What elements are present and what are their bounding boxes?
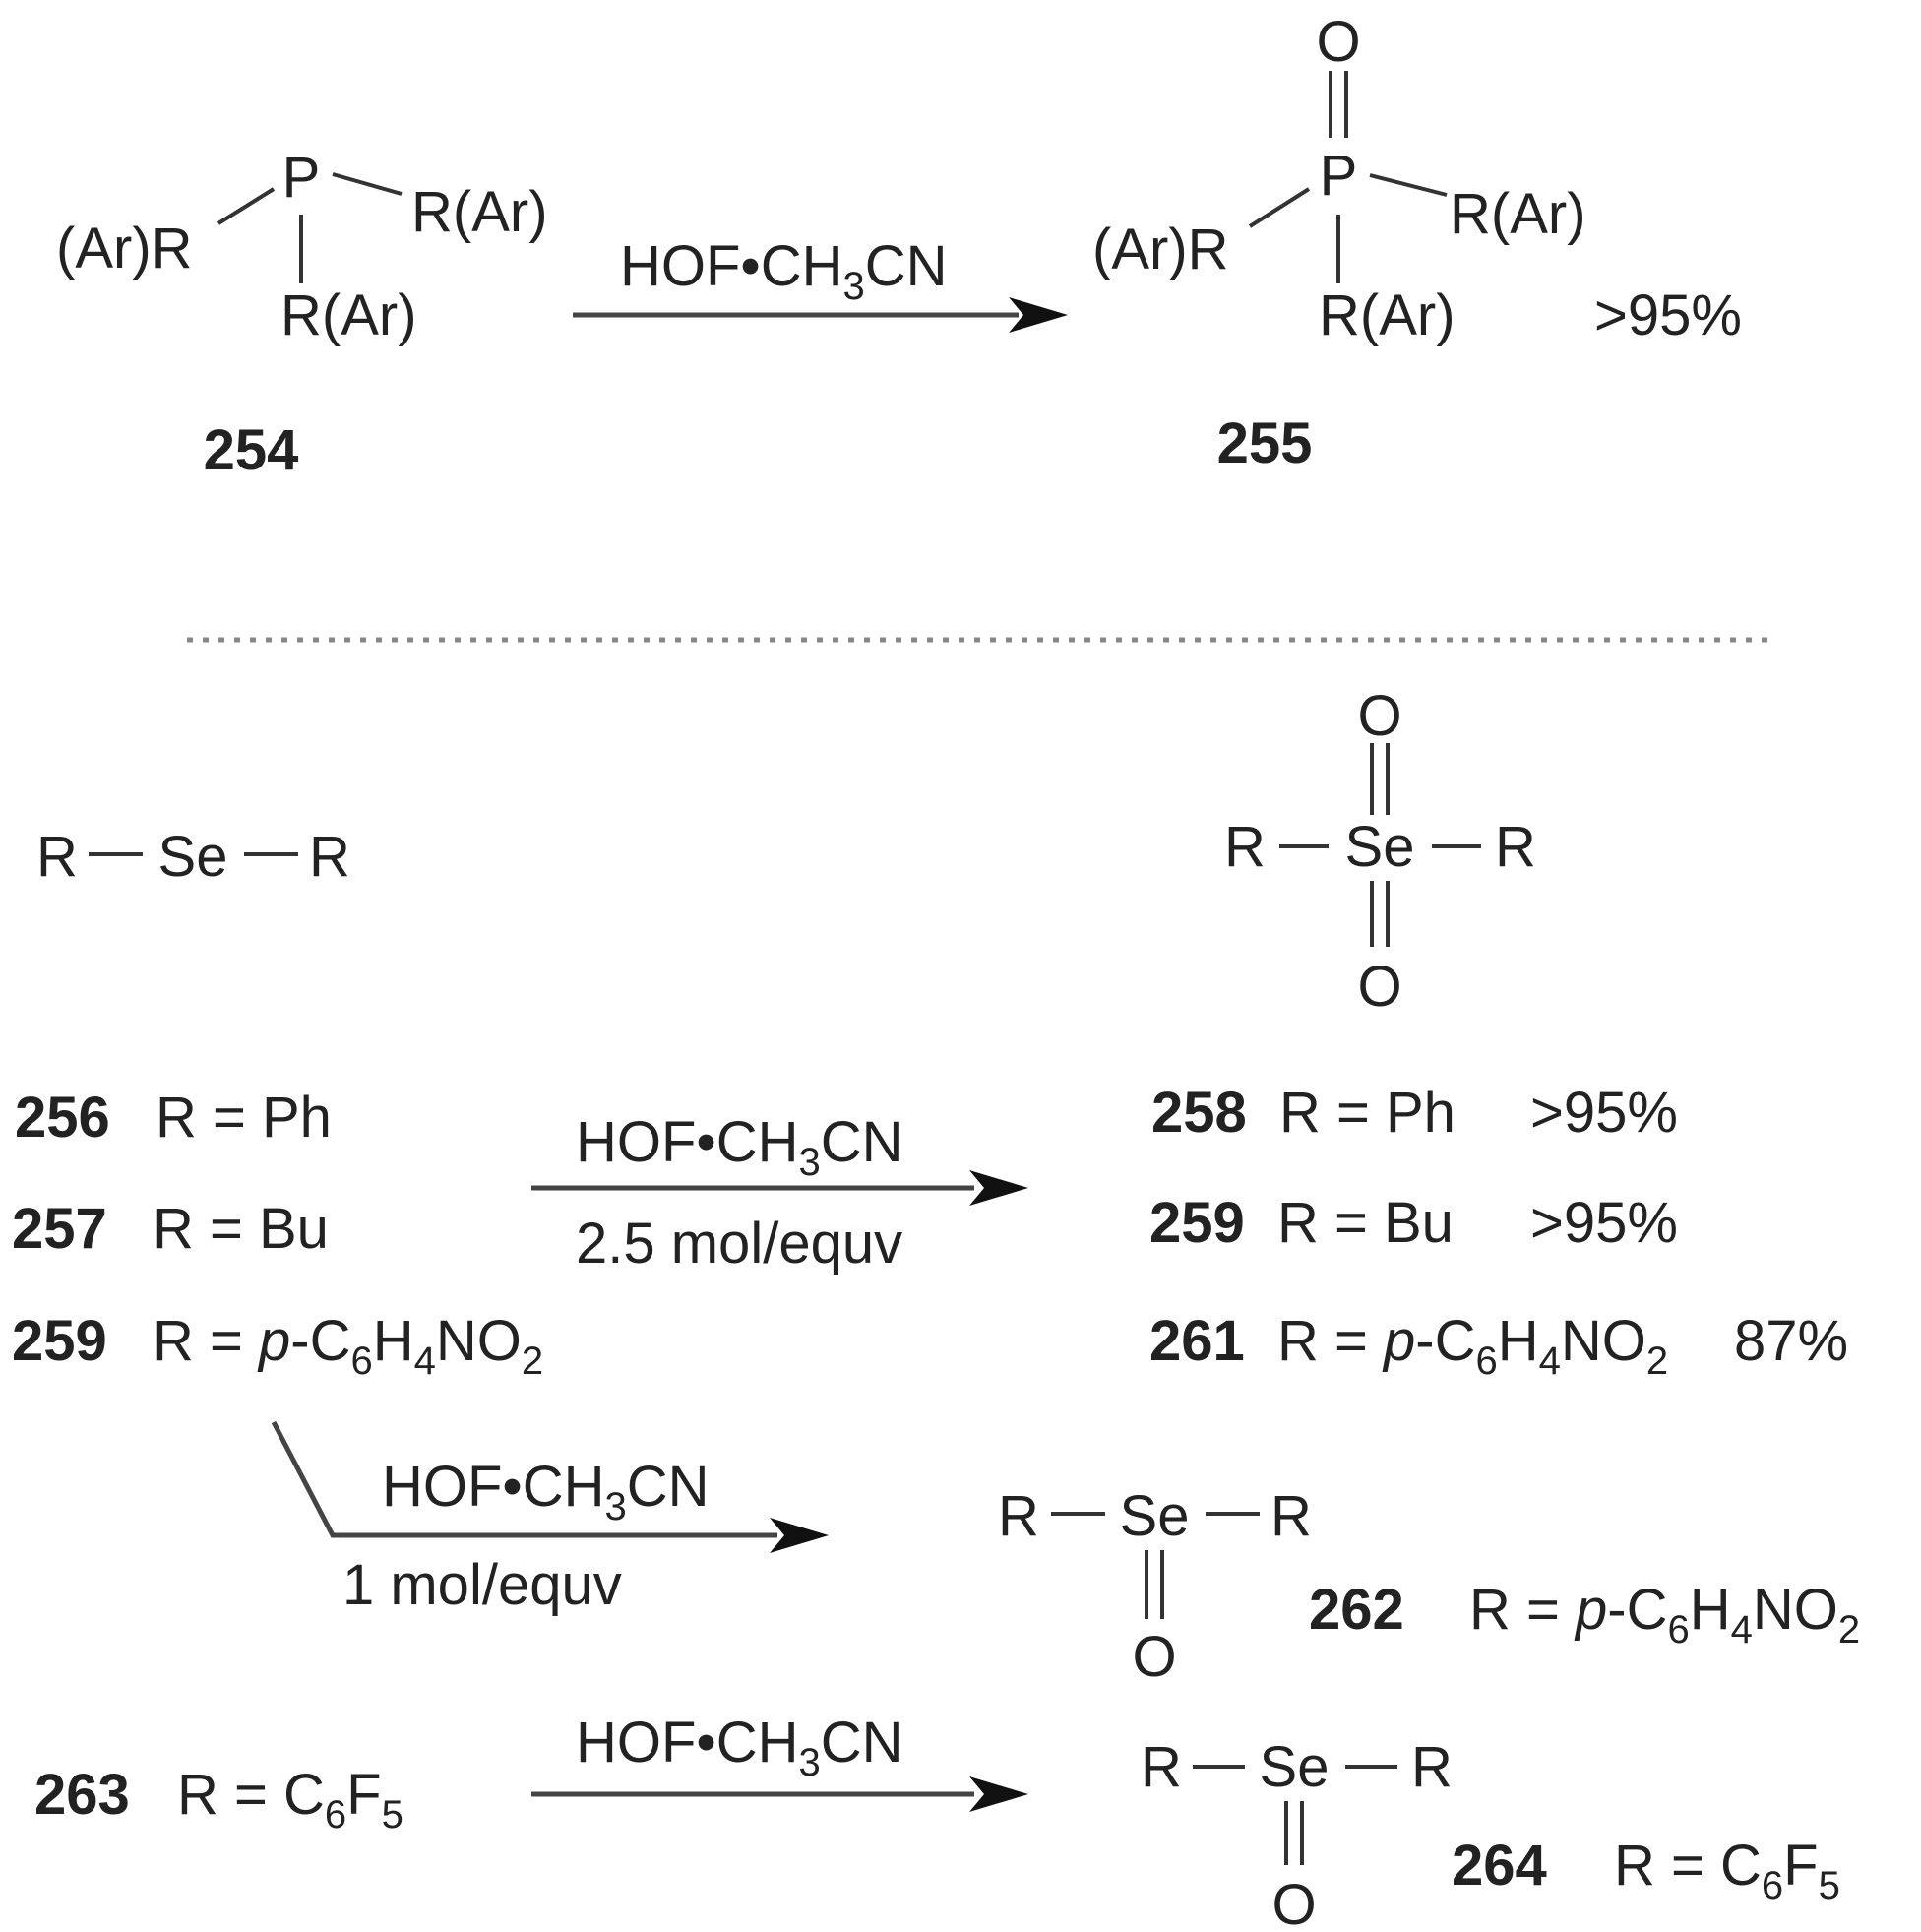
- reagent-label: HOF•CH3CN: [576, 1711, 903, 1784]
- compound-number-264: 264: [1452, 1834, 1547, 1898]
- reagent-label: HOF•CH3CN: [576, 1110, 903, 1184]
- r-group-left: R: [1141, 1735, 1182, 1799]
- product-label-258: R = Ph: [1279, 1081, 1456, 1145]
- conditions-label: 2.5 mol/equv: [576, 1212, 902, 1276]
- phosphorus-atom: P: [282, 146, 321, 210]
- reaction-arrow-1: HOF•CH3CN: [573, 234, 1068, 333]
- compound-number-254: 254: [204, 418, 299, 482]
- selenium-atom: Se: [1120, 1484, 1190, 1548]
- oxygen-atom: O: [1132, 1625, 1176, 1689]
- substituent-left: (Ar)R: [56, 217, 193, 280]
- selenium-atom: Se: [1260, 1735, 1330, 1799]
- oxygen-atom: O: [1316, 10, 1360, 74]
- selenide-structure: R Se R: [36, 825, 350, 889]
- phosphine-254: P (Ar)R R(Ar) R(Ar): [56, 146, 548, 347]
- yield-261: 87%: [1734, 1309, 1848, 1373]
- substrate-label-256: R = Ph: [155, 1086, 332, 1150]
- arrow-head: [969, 1776, 1028, 1812]
- arrow-head: [969, 1170, 1028, 1206]
- r-group-right: R: [309, 825, 350, 889]
- product-label-264: R = C6F5: [1614, 1834, 1840, 1907]
- arrow-head: [770, 1518, 829, 1553]
- arrow-line: [271, 1420, 777, 1538]
- compound-number-257: 257: [12, 1197, 107, 1261]
- oxygen-atom-top: O: [1357, 684, 1401, 748]
- selenoxide-262-structure: R Se R O: [998, 1484, 1312, 1689]
- substituent-bottom: R(Ar): [280, 283, 417, 347]
- compound-number-255: 255: [1217, 411, 1313, 475]
- substrate-label-259: R = p-C6H4NO2: [153, 1309, 543, 1383]
- bond: [1369, 173, 1448, 197]
- reagent-label: HOF•CH3CN: [382, 1455, 710, 1528]
- arrow-head: [1009, 297, 1068, 333]
- r-group-right: R: [1411, 1735, 1453, 1799]
- compound-number-262: 262: [1309, 1578, 1404, 1642]
- r-group-right: R: [1495, 815, 1536, 879]
- compound-number-259-substrate: 259: [12, 1309, 107, 1373]
- r-group-left: R: [1224, 815, 1266, 879]
- compound-number-256: 256: [15, 1086, 110, 1150]
- yield-259: >95%: [1530, 1191, 1678, 1255]
- bond: [332, 172, 403, 196]
- compound-number-258: 258: [1151, 1081, 1247, 1145]
- substituent-left: (Ar)R: [1092, 218, 1229, 281]
- reagent-label: HOF•CH3CN: [620, 234, 948, 308]
- r-group-left: R: [998, 1484, 1039, 1548]
- yield-258: >95%: [1530, 1081, 1678, 1145]
- compound-number-259-product: 259: [1149, 1191, 1245, 1255]
- conditions-label: 1 mol/equv: [342, 1553, 622, 1617]
- yield-255: >95%: [1594, 283, 1742, 347]
- product-label-261: R = p-C6H4NO2: [1277, 1309, 1668, 1383]
- reaction-arrow-2: HOF•CH3CN 2.5 mol/equv: [531, 1110, 1028, 1276]
- r-group-left: R: [36, 825, 78, 889]
- selenone-product-list: 258 R = Ph >95% 259 R = Bu >95% 261 R = …: [1149, 1081, 1848, 1383]
- compound-number-263: 263: [34, 1763, 130, 1827]
- product-label-262: R = p-C6H4NO2: [1469, 1578, 1860, 1652]
- phosphine-oxide-255: O P (Ar)R R(Ar) R(Ar): [1092, 10, 1586, 347]
- selenium-atom: Se: [158, 825, 228, 889]
- reaction-arrow-4: HOF•CH3CN: [531, 1711, 1028, 1812]
- phosphorus-atom: P: [1320, 144, 1358, 208]
- substrate-label-257: R = Bu: [153, 1197, 329, 1261]
- compound-number-261: 261: [1149, 1309, 1245, 1373]
- substrate-label-263: R = C6F5: [177, 1763, 403, 1837]
- substituent-right: R(Ar): [1450, 182, 1586, 246]
- substituent-right: R(Ar): [411, 180, 548, 244]
- oxygen-atom: O: [1271, 1873, 1316, 1932]
- oxygen-atom-bottom: O: [1357, 955, 1401, 1019]
- selenoxide-264-structure: R Se R O: [1141, 1735, 1453, 1932]
- selenone-structure: O R Se R O: [1224, 684, 1536, 1019]
- bond: [1248, 187, 1311, 228]
- reaction-arrow-3: HOF•CH3CN 1 mol/equv: [271, 1420, 829, 1617]
- substituent-bottom: R(Ar): [1319, 283, 1456, 347]
- r-group-right: R: [1270, 1484, 1312, 1548]
- product-label-259: R = Bu: [1277, 1191, 1454, 1255]
- selenium-atom: Se: [1345, 815, 1415, 879]
- bond: [217, 187, 276, 225]
- substrate-list: 256 R = Ph 257 R = Bu 259 R = p-C6H4NO2: [12, 1086, 543, 1383]
